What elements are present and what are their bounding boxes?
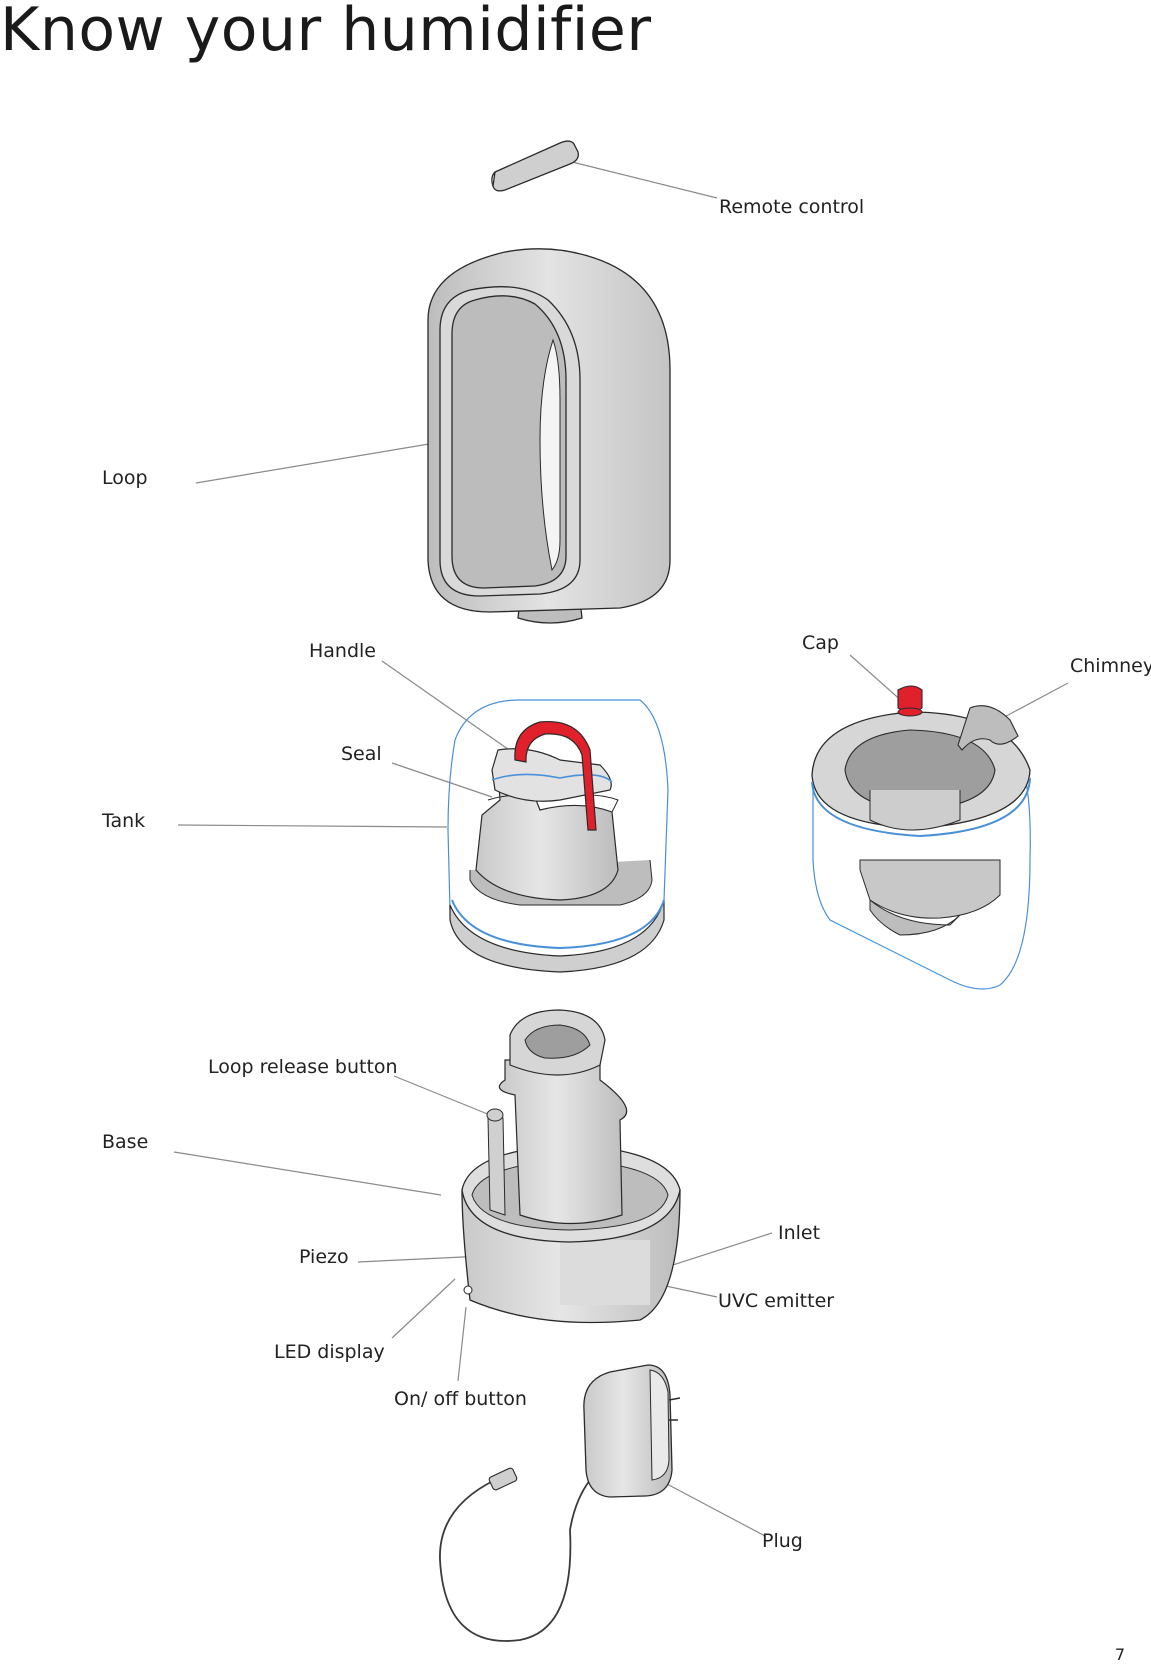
led-display-label: LED display <box>274 1341 385 1363</box>
plug-illustration <box>439 1364 681 1642</box>
page-number: 7 <box>1114 1645 1125 1664</box>
loop-illustration <box>427 248 671 624</box>
chimney-label: Chimney <box>1070 655 1151 677</box>
remote-control-illustration <box>491 140 579 192</box>
handle-label: Handle <box>309 640 377 662</box>
uvc-emitter-label: UVC emitter <box>718 1290 835 1312</box>
seal-label: Seal <box>341 743 382 765</box>
plug-label: Plug <box>762 1530 803 1552</box>
cap-label: Cap <box>802 632 839 654</box>
tank-label: Tank <box>102 810 146 832</box>
loop-release-button-label: Loop release button <box>208 1056 398 1078</box>
chimney-illustration <box>811 685 1031 990</box>
page-title: Know your humidifier <box>0 0 652 65</box>
base-illustration <box>461 1009 681 1324</box>
tank-illustration <box>447 699 669 973</box>
on-off-button-label: On/ off button <box>394 1388 527 1410</box>
remote-control-label: Remote control <box>719 196 865 218</box>
base-label: Base <box>102 1131 149 1153</box>
piezo-label: Piezo <box>299 1246 349 1268</box>
inlet-label: Inlet <box>778 1222 821 1244</box>
loop-label: Loop <box>102 467 148 489</box>
